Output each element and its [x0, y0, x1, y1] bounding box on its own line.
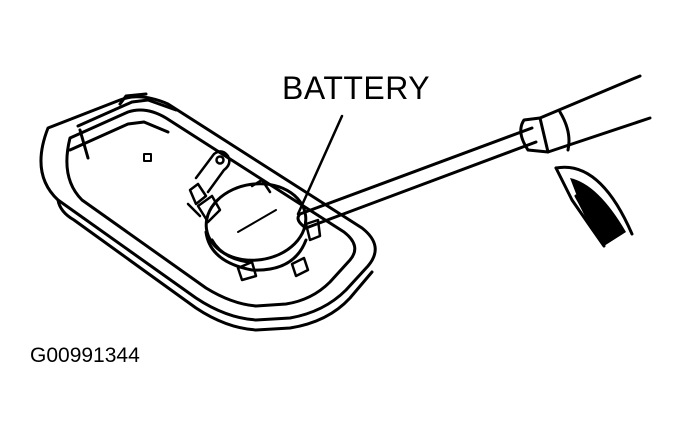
- coin-battery: [204, 182, 308, 272]
- case-mark: [143, 153, 152, 162]
- battery-label: BATTERY: [282, 70, 431, 106]
- battery-holder: [196, 178, 322, 282]
- screwdriver: [296, 74, 652, 230]
- key-fob-case: [39, 92, 377, 332]
- figure-id: G00991344: [30, 344, 140, 367]
- thumb-shading: [570, 178, 626, 246]
- battery-leader-line: [296, 114, 344, 216]
- battery-terminal: [186, 150, 231, 218]
